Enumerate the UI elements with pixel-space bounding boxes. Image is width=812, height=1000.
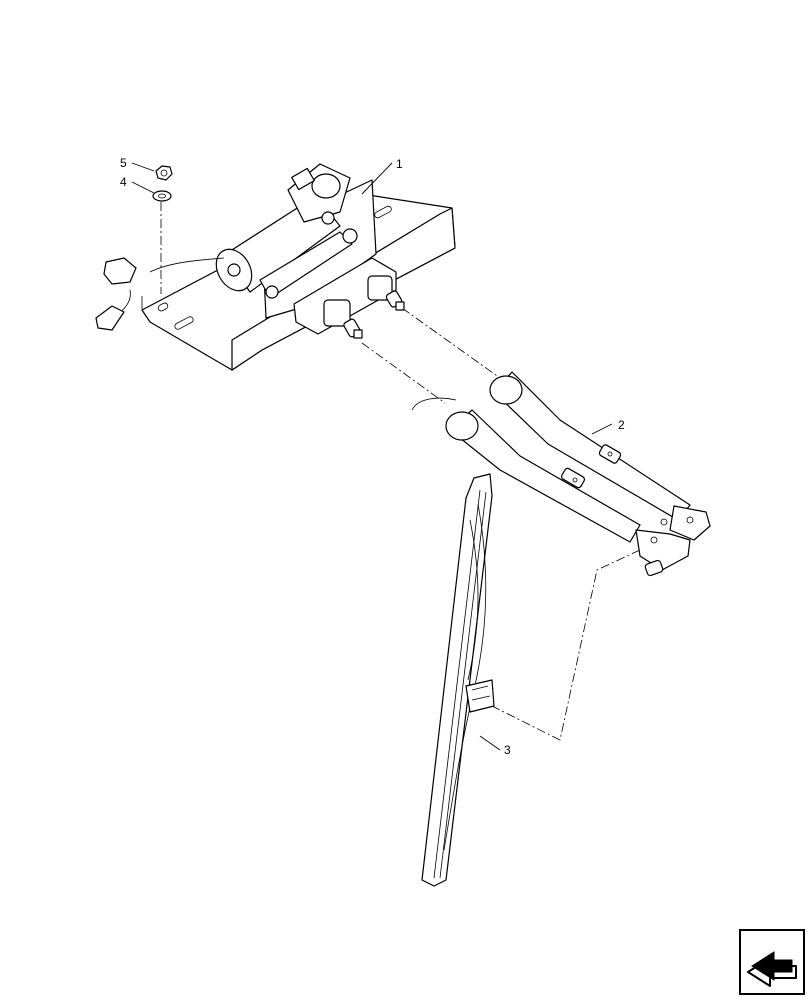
svg-text:5: 5 <box>120 156 127 170</box>
pivot-shaft-right <box>367 275 405 311</box>
alignment-lines <box>160 202 641 741</box>
svg-text:3: 3 <box>504 743 511 757</box>
pivot-shaft-left <box>323 299 363 339</box>
hex-nut <box>155 165 173 181</box>
next-page-arrow-icon[interactable] <box>739 929 805 995</box>
callout-3: 3 <box>479 735 511 757</box>
callout-4: 4 <box>120 175 155 194</box>
washer <box>152 190 172 202</box>
callout-2: 2 <box>591 418 625 435</box>
wiper-blade <box>421 473 495 887</box>
wiper-arm-assembly <box>411 371 711 577</box>
callout-5: 5 <box>120 156 155 172</box>
wiper-motor-assembly <box>95 163 456 371</box>
svg-text:2: 2 <box>618 418 625 432</box>
svg-text:4: 4 <box>120 175 127 189</box>
svg-text:1: 1 <box>396 157 403 171</box>
callout-1: 1 <box>361 157 403 195</box>
